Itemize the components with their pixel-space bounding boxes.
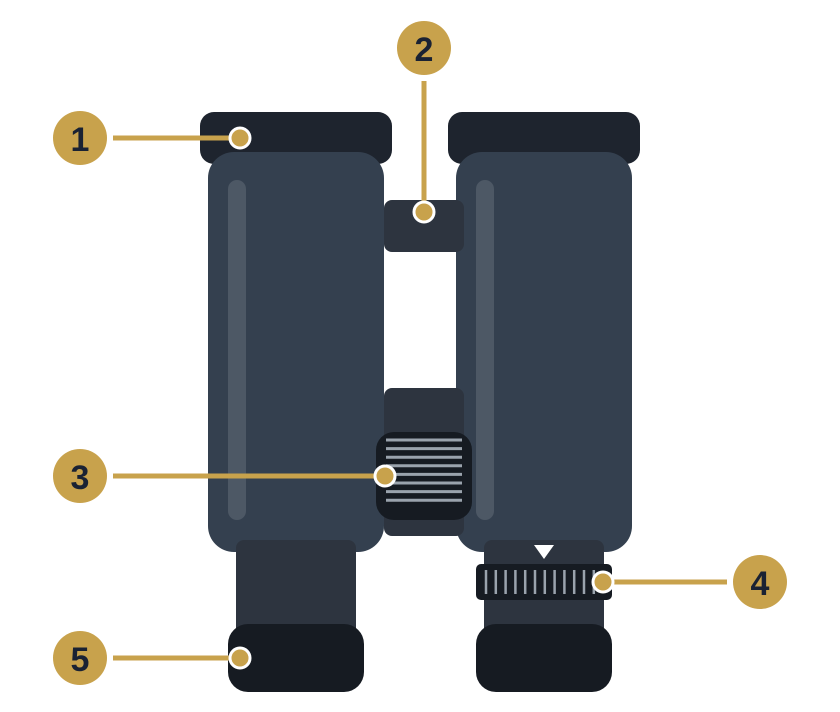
left-barrel [208,152,384,552]
focus-wheel [376,432,472,520]
callout-2-badge [397,21,451,75]
callout-4-number: 4 [751,565,770,603]
callout-5-badge [53,631,107,685]
callout-4: 4 [591,555,787,609]
focus-wheel-ridges [386,438,462,502]
callout-2: 2 [397,21,451,224]
callout-1-number: 1 [71,121,90,159]
callout-3-number: 3 [71,459,90,497]
callout-1: 1 [53,111,252,165]
right-barrel-highlight [476,180,494,520]
left-barrel-highlight [228,180,246,520]
callout-4-dot [591,570,615,594]
callout-2-number: 2 [415,31,434,69]
diopter-ring-ridges [484,570,596,594]
callout-5-number: 5 [71,641,90,679]
callout-1-dot [228,126,252,150]
callout-3-dot [373,464,397,488]
left-top-cap [200,112,392,164]
callout-4-badge [733,555,787,609]
diopter-marker [534,545,554,559]
callout-1-badge [53,111,107,165]
left-bottom-cap [228,624,364,692]
callout-3: 3 [53,449,397,503]
right-barrel [456,152,632,552]
left-lower-tube [236,540,356,636]
callout-5: 5 [53,631,252,685]
callout-3-badge [53,449,107,503]
callout-2-dot [412,200,436,224]
callout-5-dot [228,646,252,670]
right-bottom-cap [476,624,612,692]
top-bridge [384,200,464,252]
right-top-cap [448,112,640,164]
